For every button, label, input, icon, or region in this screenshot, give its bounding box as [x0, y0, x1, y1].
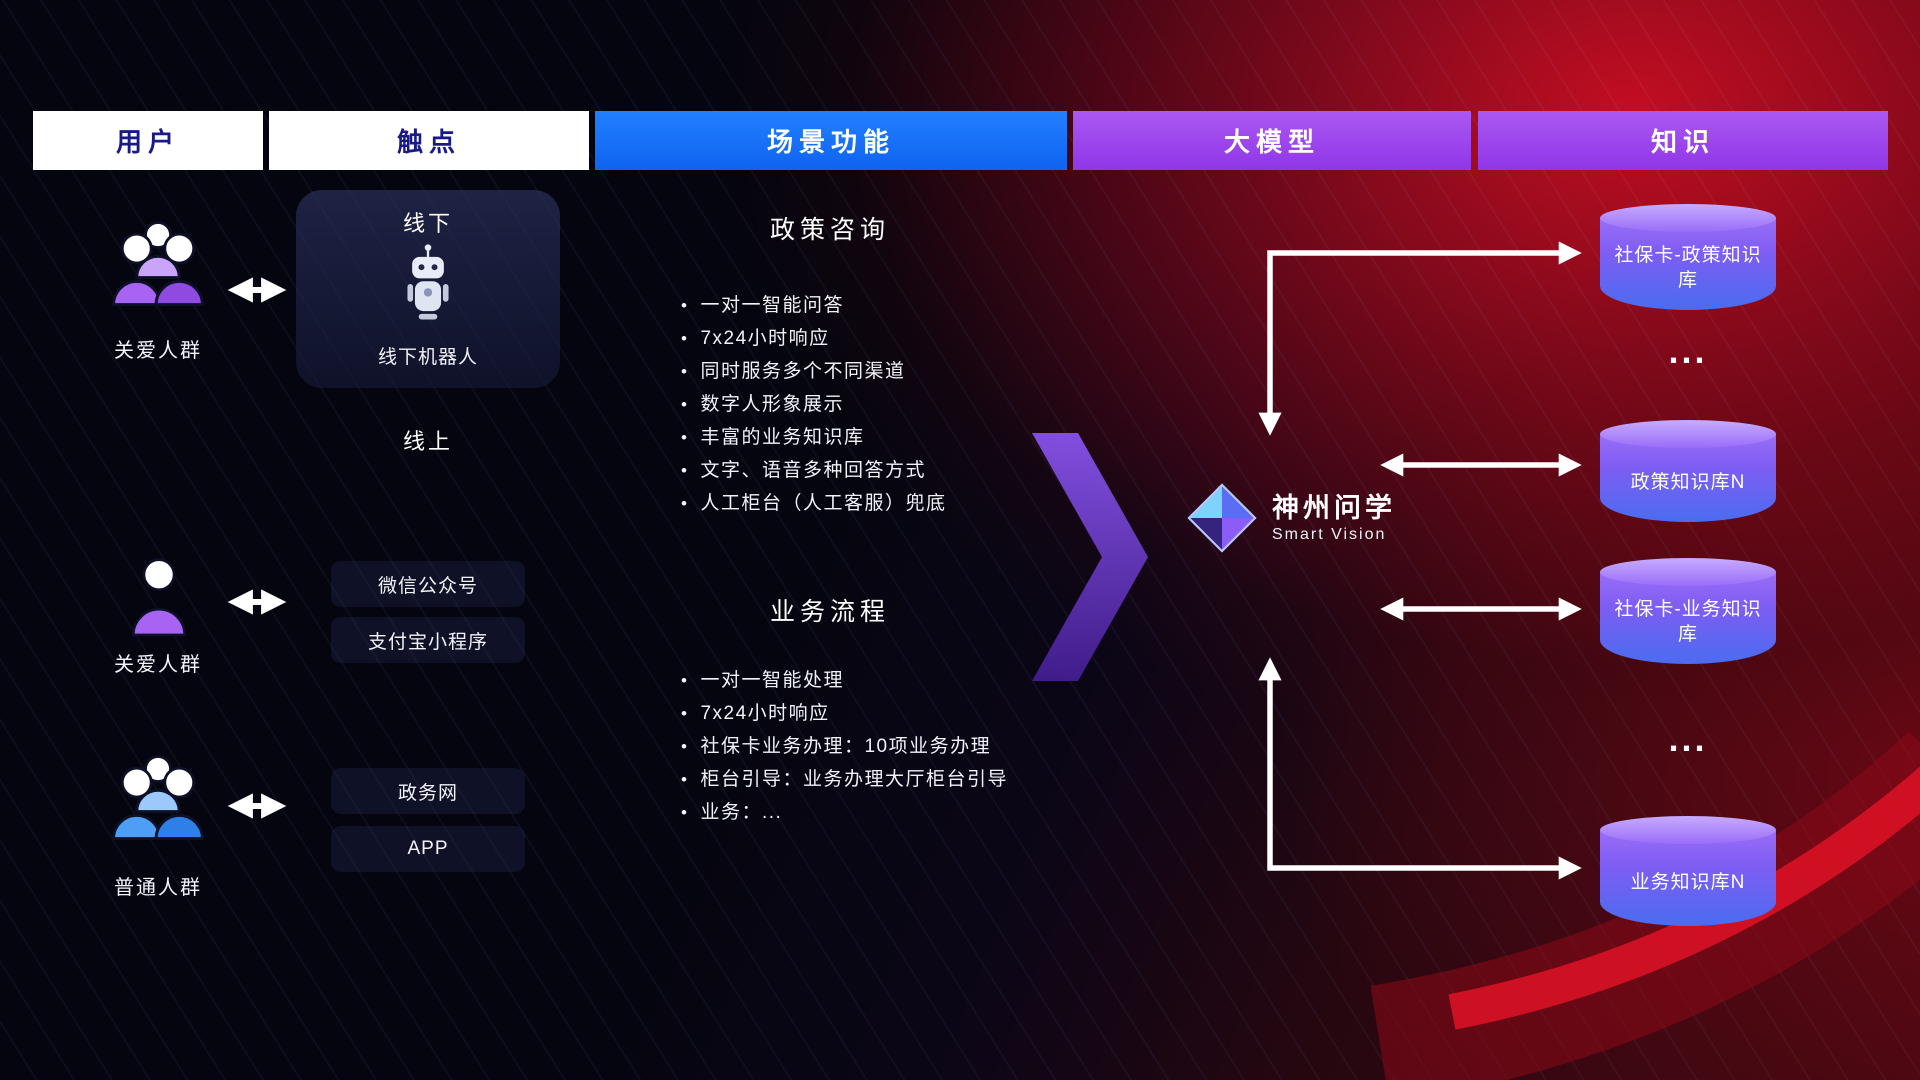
model-name: 神州问学 — [1272, 492, 1396, 523]
cylinder-body — [1600, 434, 1776, 522]
list-item: 一对一智能问答 — [681, 289, 1081, 322]
list-item: 文字、语音多种回答方式 — [681, 454, 1081, 487]
channel-app: APP — [331, 826, 525, 872]
kb-ellipsis-bottom: ... — [1668, 718, 1708, 759]
list-item: 同时服务多个不同渠道 — [681, 355, 1081, 388]
column-header-users-label: 用户 — [115, 127, 180, 157]
people-group-icon — [112, 754, 204, 841]
column-header-scenarios: 场景功能 — [595, 111, 1067, 170]
user-group-care-label: 关爱人群 — [114, 340, 202, 362]
robot-icon — [407, 244, 449, 320]
scenario-title-policy: 政策咨询 — [769, 216, 890, 244]
kb-ellipsis-top: ... — [1668, 330, 1708, 371]
cylinder-body — [1600, 830, 1776, 926]
channel-gov-web: 政务网 — [331, 768, 525, 814]
user-single-care-icon-wrap — [128, 553, 190, 638]
list-item: 业务：... — [681, 796, 1081, 829]
column-header-scenarios-label: 场景功能 — [766, 127, 895, 157]
kb-label: 业务知识库N — [1630, 871, 1746, 893]
offline-touchpoint-panel: 线下 线下机器人 — [296, 190, 560, 388]
kb-cylinder-policy-n: 政策知识库N — [1600, 420, 1776, 522]
user-single-care-label: 关爱人群 — [114, 654, 202, 676]
column-header-touchpoints-label: 触点 — [396, 127, 461, 157]
user-group-general-label: 普通人群 — [114, 877, 202, 899]
cylinder-top — [1600, 420, 1776, 448]
diamond-logo-icon — [1187, 483, 1257, 553]
model-subtitle: Smart Vision — [1272, 525, 1387, 543]
list-item: 丰富的业务知识库 — [681, 421, 1081, 454]
arrow-model-kb4 — [1258, 657, 1582, 880]
list-item: 人工柜台（人工客服）兜底 — [681, 487, 1081, 520]
scenario-policy-list: 一对一智能问答 7x24小时响应 同时服务多个不同渠道 数字人形象展示 丰富的业… — [681, 289, 1081, 520]
scenario-title-business: 业务流程 — [769, 598, 890, 626]
list-item: 7x24小时响应 — [681, 322, 1081, 355]
list-item: 一对一智能处理 — [681, 664, 1081, 697]
kb-cylinder-policy-card: 社保卡-政策知识库 — [1600, 204, 1776, 310]
offline-robot-label: 线下机器人 — [377, 347, 478, 368]
column-header-knowledge-label: 知识 — [1650, 127, 1715, 157]
model-logo: 神州问学 Smart Vision — [1186, 482, 1396, 554]
channel-wechat: 微信公众号 — [331, 561, 525, 607]
cylinder-body — [1600, 572, 1776, 664]
robot-icon-wrap — [400, 242, 456, 331]
user-group-general-icon-wrap — [100, 748, 216, 848]
user-group-care-icon-wrap — [100, 214, 216, 314]
column-header-knowledge: 知识 — [1478, 111, 1888, 170]
kb-label: 社保卡-业务知识库 — [1614, 599, 1762, 645]
offline-title: 线下 — [402, 211, 453, 236]
cylinder-top — [1600, 558, 1776, 586]
scenario-business-list: 一对一智能处理 7x24小时响应 社保卡业务办理：10项业务办理 柜台引导：业务… — [681, 664, 1081, 829]
cylinder-body — [1600, 218, 1776, 310]
kb-label: 社保卡-政策知识库 — [1614, 245, 1762, 291]
column-header-users: 用户 — [33, 111, 263, 170]
column-header-touchpoints: 触点 — [269, 111, 589, 170]
kb-label: 政策知识库N — [1630, 471, 1746, 493]
person-icon — [131, 558, 187, 637]
list-item: 7x24小时响应 — [681, 697, 1081, 730]
cylinder-top — [1600, 204, 1776, 232]
list-item: 柜台引导：业务办理大厅柜台引导 — [681, 763, 1081, 796]
kb-cylinder-business-n: 业务知识库N — [1600, 816, 1776, 926]
kb-cylinder-business-card: 社保卡-业务知识库 — [1600, 558, 1776, 664]
online-title: 线上 — [402, 429, 453, 454]
channel-alipay: 支付宝小程序 — [331, 617, 525, 663]
people-group-icon — [112, 220, 204, 307]
list-item: 社保卡业务办理：10项业务办理 — [681, 730, 1081, 763]
cylinder-top — [1600, 816, 1776, 844]
arrow-model-kb1 — [1258, 241, 1582, 436]
list-item: 数字人形象展示 — [681, 388, 1081, 421]
column-header-model: 大模型 — [1073, 111, 1471, 170]
column-header-model-label: 大模型 — [1223, 127, 1320, 157]
